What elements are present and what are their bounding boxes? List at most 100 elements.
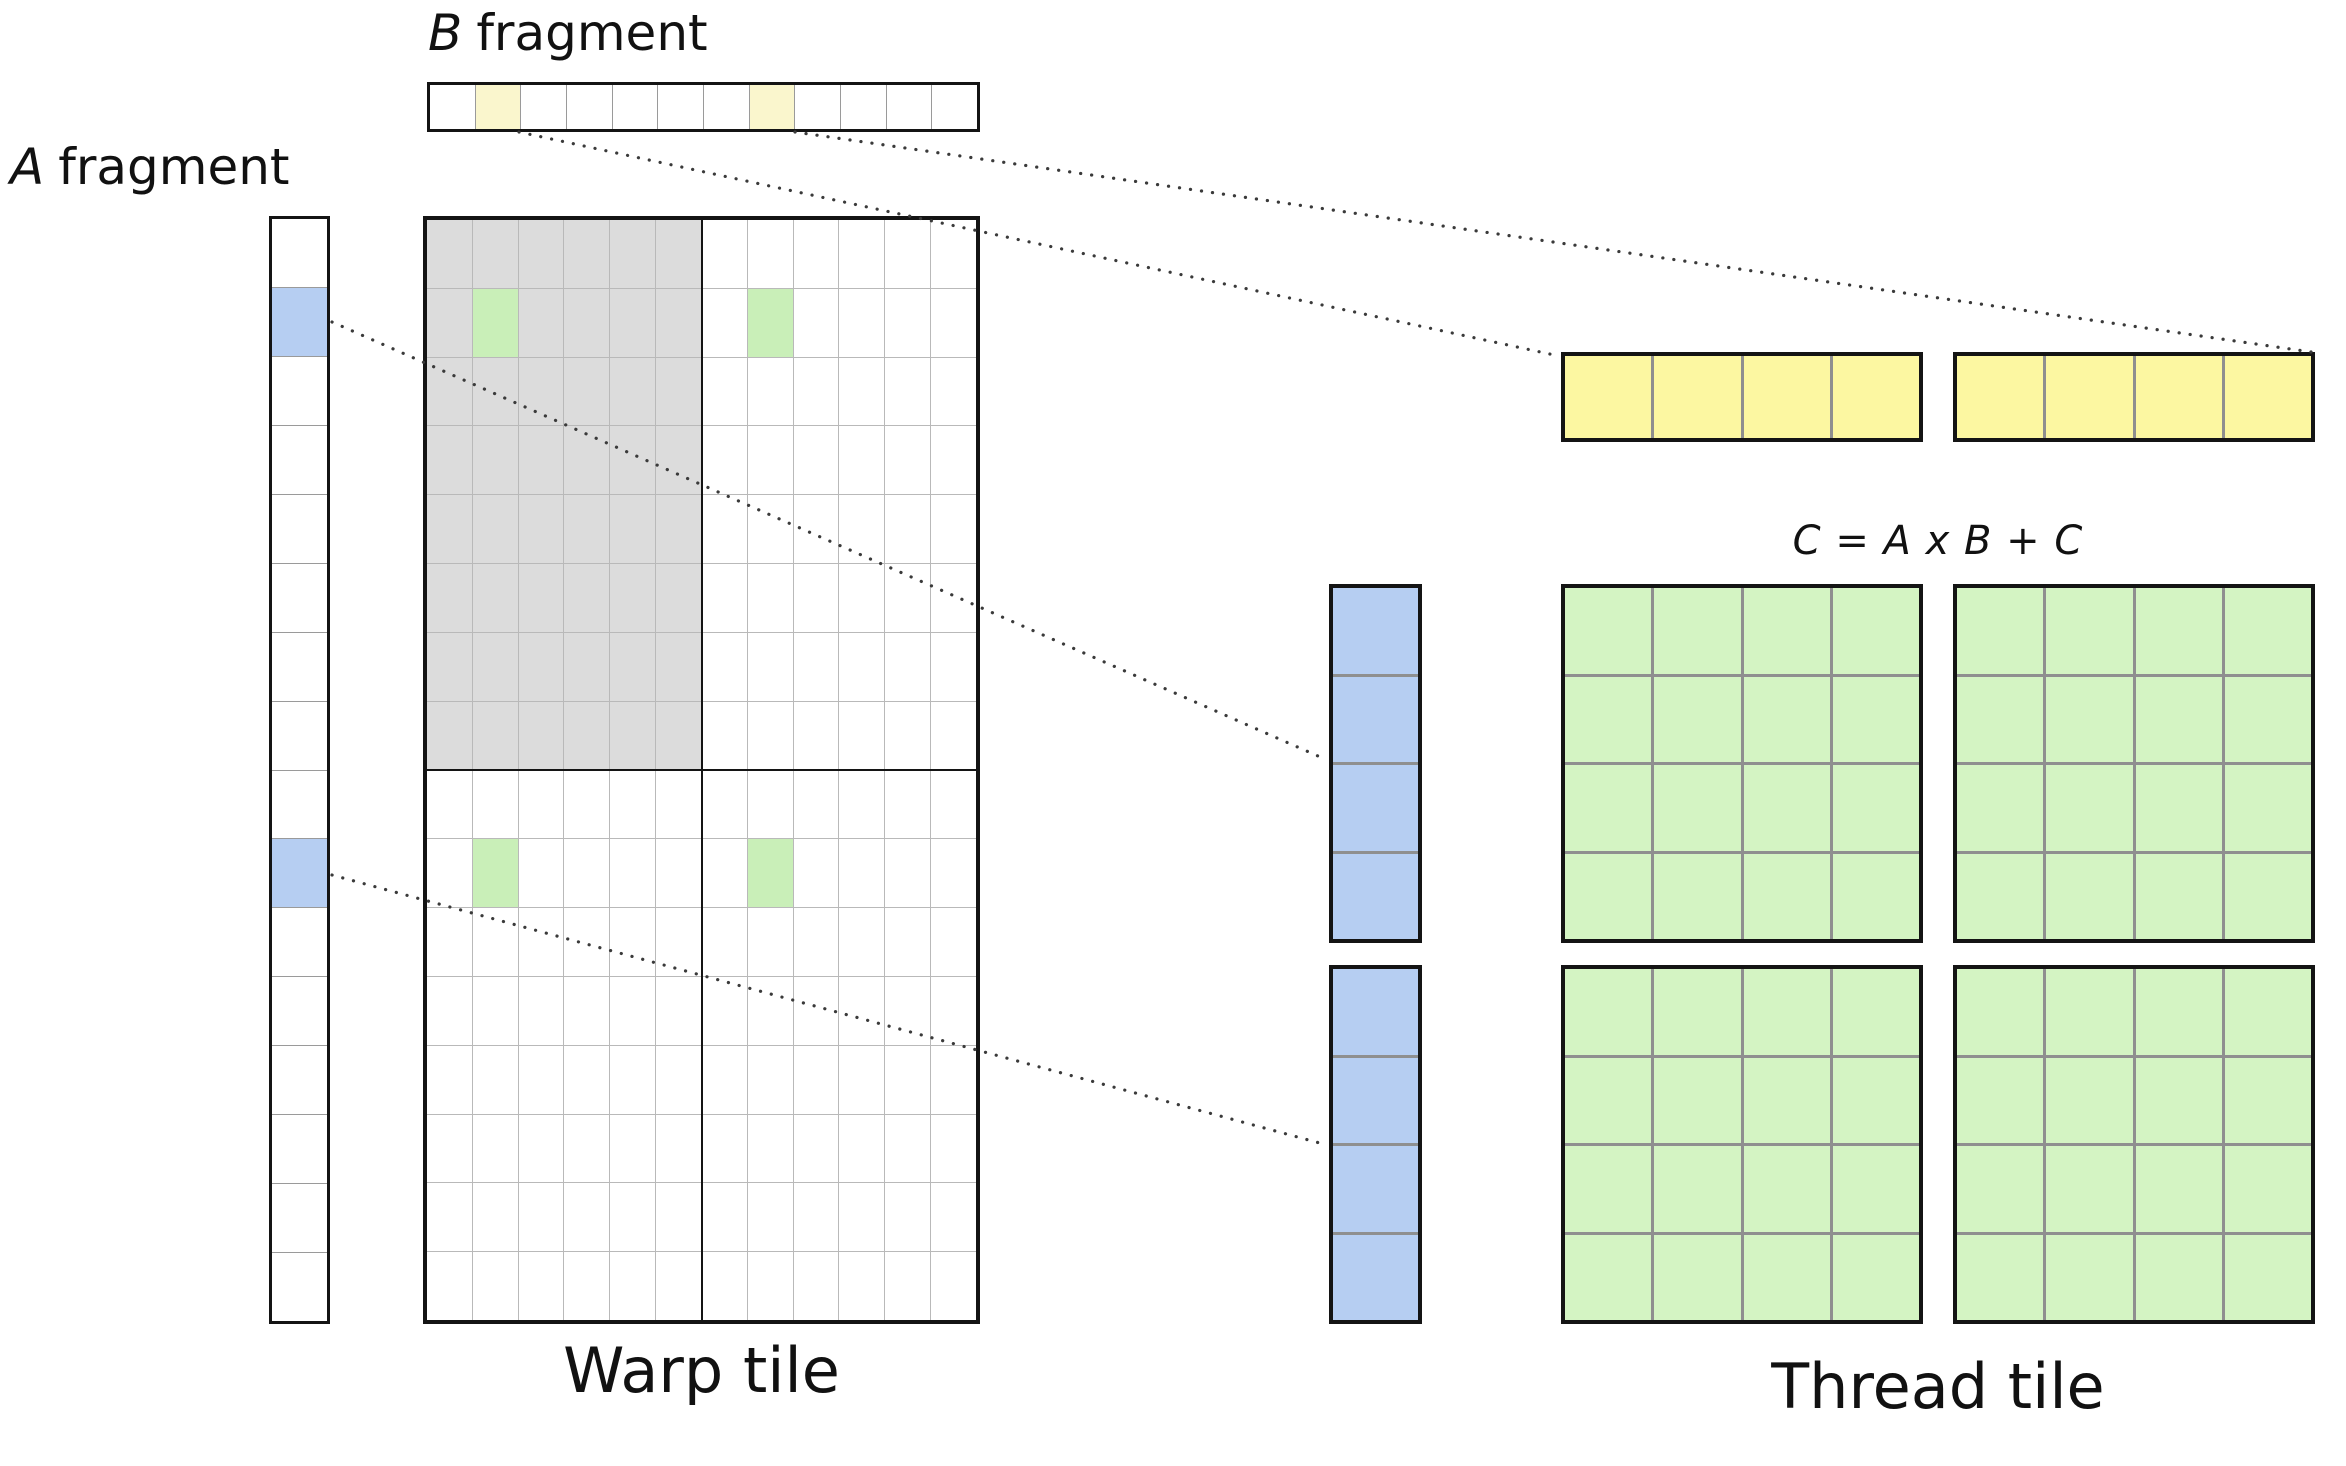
grid-cell <box>564 1252 610 1320</box>
grid-cell <box>1654 765 1741 851</box>
grid-cell <box>656 495 701 564</box>
grid-cell <box>1654 1057 1741 1143</box>
grid-cell <box>610 632 656 701</box>
grid-cell <box>272 1115 327 1184</box>
grid-cell <box>656 908 701 976</box>
grid-cell <box>1832 1234 1919 1320</box>
grid-cell <box>1957 969 2044 1055</box>
grid-cell <box>272 287 327 356</box>
grid-cell <box>2135 676 2222 762</box>
grid-cell <box>701 564 747 632</box>
b-fragment-letter: B <box>428 4 463 62</box>
grid-cell <box>1565 588 1652 674</box>
grid-cell <box>610 426 656 495</box>
grid-cell <box>793 701 839 770</box>
grid-cell <box>656 839 701 908</box>
grid-cell <box>747 1114 793 1183</box>
grid-cell <box>931 426 976 495</box>
a-fragment-letter: A <box>10 138 45 196</box>
grid-cell <box>567 85 612 129</box>
grid-cell <box>931 701 976 770</box>
grid-cell <box>1743 853 1830 939</box>
grid-cell <box>427 1114 472 1183</box>
grid-cell <box>1333 588 1418 674</box>
grid-cell <box>272 563 327 632</box>
grid-cell <box>472 495 518 564</box>
grid-cell <box>272 1184 327 1253</box>
grid-cell <box>2046 969 2133 1055</box>
grid-cell <box>839 770 885 839</box>
grid-cell <box>795 85 840 129</box>
grid-cell <box>793 495 839 564</box>
grid-cell <box>885 288 931 357</box>
grid-cell <box>272 770 327 839</box>
grid-cell <box>656 1045 701 1114</box>
grid-cell <box>747 426 793 495</box>
grid-cell <box>610 220 656 288</box>
grid-cell <box>793 770 839 839</box>
grid-cell <box>272 494 327 563</box>
grid-cell <box>427 632 472 701</box>
grid-cell <box>564 220 610 288</box>
grid-cell <box>793 976 839 1045</box>
grid-cell <box>427 564 472 632</box>
grid-cell <box>701 976 747 1045</box>
grid-cell <box>1654 356 1741 438</box>
grid-cell <box>427 220 472 288</box>
grid-cell <box>2224 853 2311 939</box>
grid-cell <box>472 288 518 357</box>
grid-cell <box>747 632 793 701</box>
grid-cell <box>839 632 885 701</box>
grid-cell <box>1565 1146 1652 1232</box>
a-fragment-zoom-top <box>1329 584 1422 943</box>
thread-tile-label: Thread tile <box>1771 1350 2105 1423</box>
grid-cell <box>747 1045 793 1114</box>
grid-cell <box>564 288 610 357</box>
grid-cell <box>610 288 656 357</box>
grid-cell <box>841 85 886 129</box>
grid-cell <box>656 770 701 839</box>
grid-cell <box>839 1114 885 1183</box>
grid-cell <box>656 1183 701 1252</box>
grid-cell <box>610 357 656 426</box>
grid-cell <box>564 839 610 908</box>
grid-cell <box>518 357 564 426</box>
grid-cell <box>564 564 610 632</box>
grid-cell <box>839 976 885 1045</box>
grid-cell <box>472 701 518 770</box>
grid-cell <box>518 976 564 1045</box>
grid-cell <box>518 1114 564 1183</box>
grid-cell <box>656 701 701 770</box>
grid-cell <box>704 85 749 129</box>
grid-cell <box>427 839 472 908</box>
grid-cell <box>2135 1057 2222 1143</box>
grid-cell <box>793 1252 839 1320</box>
grid-cell <box>839 1183 885 1252</box>
grid-cell <box>1743 969 1830 1055</box>
grid-cell <box>701 839 747 908</box>
grid-cell <box>931 220 976 288</box>
grid-cell <box>564 908 610 976</box>
grid-cell <box>747 1183 793 1252</box>
grid-cell <box>272 219 327 287</box>
grid-cell <box>564 1183 610 1252</box>
grid-cell <box>701 495 747 564</box>
grid-cell <box>1565 969 1652 1055</box>
grid-cell <box>518 1252 564 1320</box>
grid-cell <box>2224 676 2311 762</box>
grid-cell <box>272 632 327 701</box>
grid-cell <box>1957 1234 2044 1320</box>
grid-cell <box>518 288 564 357</box>
grid-cell <box>793 1183 839 1252</box>
grid-cell <box>701 770 747 839</box>
thread-tile-grid-top-right <box>1953 584 2315 943</box>
grid-cell <box>564 357 610 426</box>
grid-cell <box>839 1045 885 1114</box>
a-fragment-strip <box>269 216 330 1324</box>
warp-quadrant-divider-horizontal <box>427 769 976 771</box>
grid-cell <box>701 1183 747 1252</box>
grid-cell <box>1957 1146 2044 1232</box>
grid-cell <box>1333 676 1418 762</box>
grid-cell <box>427 908 472 976</box>
grid-cell <box>1565 356 1652 438</box>
